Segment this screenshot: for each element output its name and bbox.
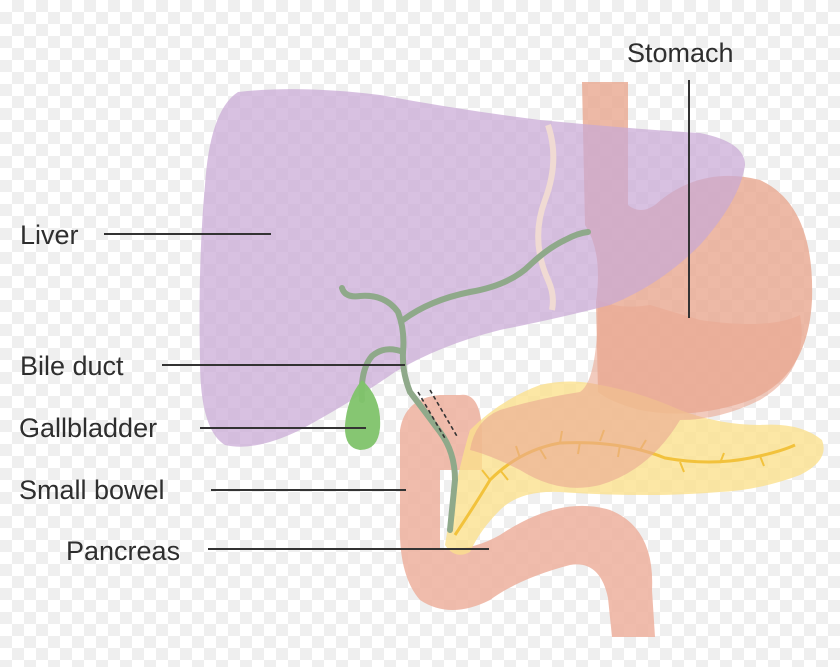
bile-duct-dashed (417, 389, 459, 441)
small-bowel-label: Small bowel (19, 475, 165, 505)
falciform-ligament (535, 124, 557, 311)
bile-duct (339, 285, 459, 533)
stomach-label: Stomach (627, 38, 734, 68)
gallbladder-label: Gallbladder (19, 413, 157, 443)
bile-duct-label: Bile duct (20, 351, 124, 381)
liver (199, 89, 746, 447)
pancreas-label: Pancreas (66, 536, 180, 566)
bile-duct-hepatic-branch (400, 229, 591, 323)
liver-label: Liver (20, 220, 79, 250)
gallbladder (344, 380, 381, 450)
stomach-body (470, 300, 802, 488)
